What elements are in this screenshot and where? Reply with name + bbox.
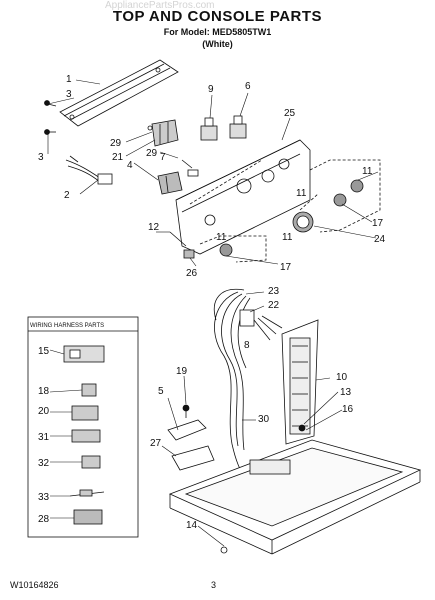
callout-30: 30 [258, 414, 270, 425]
inset-part-15 [63, 345, 105, 363]
callout-21: 21 [112, 152, 124, 163]
part-6-switch [229, 115, 247, 139]
leader-lines [47, 79, 379, 547]
page-number: 3 [211, 580, 217, 590]
inset-part-31 [71, 429, 101, 443]
callout-20: 20 [38, 406, 50, 417]
callout-5: 5 [158, 386, 164, 397]
callout-29b: 29 [146, 148, 158, 159]
callout-19: 19 [176, 366, 188, 377]
part-13-screw [298, 424, 306, 432]
part-4-timer [157, 171, 183, 195]
inset-part-18 [81, 383, 97, 397]
callout-17a: 17 [372, 218, 384, 229]
callout-11d: 11 [282, 232, 293, 243]
part-3-screws [44, 100, 57, 135]
callout-3a: 3 [66, 89, 72, 100]
callout-27: 27 [150, 438, 162, 449]
part-17-knobs [219, 179, 364, 257]
callout-26: 26 [186, 268, 198, 279]
inset-part-20 [71, 405, 99, 421]
callout-3b: 3 [38, 152, 44, 163]
part-5-bracket [167, 419, 207, 441]
part-2-harness [65, 155, 113, 185]
callout-12: 12 [148, 222, 160, 233]
inset-title: WIRING HARNESS PARTS [30, 323, 104, 329]
callout-11a: 11 [362, 166, 373, 177]
callout-33: 33 [38, 492, 50, 503]
inset-part-28 [73, 509, 103, 525]
callout-11c: 11 [216, 232, 227, 243]
model-line: For Model: MED5805TW1 [163, 27, 272, 37]
part-21-timer-bracket [147, 119, 179, 147]
callout-17b: 17 [280, 262, 292, 273]
part-30-wire-harness [214, 288, 255, 481]
callout-32: 32 [38, 458, 50, 469]
callout-2: 2 [64, 190, 70, 201]
callout-16: 16 [342, 404, 354, 415]
callout-23: 23 [268, 286, 280, 297]
callout-14: 14 [186, 520, 198, 531]
callout-24: 24 [374, 234, 386, 245]
part-24-timer-knob [292, 211, 314, 233]
part-7-screws [181, 159, 199, 177]
part-10-lint-door [281, 319, 319, 445]
callout-29a: 29 [110, 138, 122, 149]
callout-1: 1 [66, 74, 72, 85]
callout-28: 28 [38, 514, 50, 525]
part-27-gasket [171, 445, 215, 471]
callout-6: 6 [245, 81, 251, 92]
part-14-top-panel [168, 439, 422, 555]
part-8-connectors [253, 315, 283, 341]
callout-7: 7 [160, 152, 166, 163]
part-1-bracket [59, 59, 179, 127]
part-9-switch [200, 117, 218, 141]
callout-15: 15 [38, 346, 50, 357]
part-12-clip [169, 231, 195, 259]
page-title: TOP AND CONSOLE PARTS [112, 8, 323, 25]
callout-9: 9 [208, 84, 214, 95]
document-number: W10164826 [10, 580, 59, 590]
part-25-console [175, 139, 311, 255]
callout-11b: 11 [296, 188, 307, 199]
callout-31: 31 [38, 432, 50, 443]
part-19-screw [182, 404, 190, 418]
callout-8: 8 [244, 340, 250, 351]
callout-18: 18 [38, 386, 50, 397]
callouts: 1 3 3 2 9 6 25 29 21 29 7 4 11 11 11 11 … [38, 74, 386, 531]
callout-25: 25 [284, 108, 296, 119]
inset-part-33 [69, 489, 105, 497]
callout-10: 10 [336, 372, 348, 383]
inset-part-32 [81, 455, 101, 469]
color-variant: (White) [202, 39, 233, 49]
watermark: AppliancePartsPros.com [105, 0, 215, 11]
callout-22: 22 [268, 300, 280, 311]
callout-4: 4 [127, 160, 133, 171]
callout-13: 13 [340, 387, 352, 398]
